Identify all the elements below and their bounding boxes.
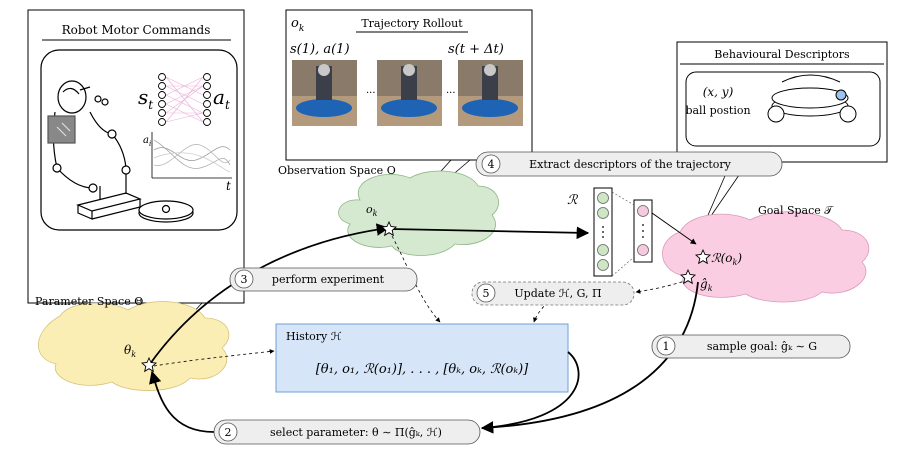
step-2: 2 select parameter: θ ∼ Π(ĝₖ, ℋ) <box>213 419 481 445</box>
xy-label: (x, y) <box>703 85 734 99</box>
robot-arm-sketch <box>47 80 194 223</box>
neural-network-icon <box>158 73 211 126</box>
state-symbol: st <box>138 85 153 112</box>
node-o-k: ok <box>366 203 398 237</box>
R-label: ℛ <box>567 193 579 208</box>
observation-space-label: Observation Space O <box>278 164 396 177</box>
svg-text:ℛ(ok): ℛ(ok) <box>711 251 742 267</box>
rollout-panel: ok Trajectory Rollout s(1), a(1) s(t + Δ… <box>285 9 533 161</box>
step-5-label: Update ℋ, G, Π <box>514 287 601 300</box>
rollout-ellipsis-2: ··· <box>446 88 456 99</box>
t-axis-label: t <box>226 179 231 193</box>
step-4: 4 Extract descriptors of the trajectory <box>475 151 783 177</box>
history-formula: [θ₁, o₁, ℛ(o₁)], . . . , [θₖ, oₖ, ℛ(oₖ)] <box>316 362 529 377</box>
history-box: History ℋ [θ₁, o₁, ℛ(o₁)], . . . , [θₖ, … <box>275 323 569 393</box>
ai-axis-label: ai <box>143 135 151 148</box>
step-1: 1 sample goal: ĝₖ ∼ G <box>651 334 851 359</box>
step-3: 3 perform experiment <box>229 267 418 292</box>
step-5: 5 Update ℋ, G, Π <box>471 281 635 306</box>
parameter-space-cloud <box>38 301 230 391</box>
rollout-frame-2 <box>377 60 442 126</box>
descriptors-panel: Behavioural Descriptors (x, y) ball post… <box>676 41 888 163</box>
robot-panel: Robot Motor Commands <box>27 9 245 304</box>
svg-text:ok: ok <box>366 203 378 218</box>
svg-text:θk: θk <box>124 343 136 359</box>
step-4-number: 4 <box>488 158 495 171</box>
arena-sketch <box>767 74 857 123</box>
step-4-label: Extract descriptors of the trajectory <box>529 158 731 171</box>
descriptor-network: ℛ <box>567 187 653 277</box>
step-1-number: 1 <box>663 340 670 353</box>
rollout-frame-3 <box>458 60 523 126</box>
rollout-ellipsis-1: ··· <box>366 88 376 99</box>
goal-space-cloud <box>662 211 870 303</box>
rollout-start-label: s(1), a(1) <box>290 42 350 57</box>
rollout-title: Trajectory Rollout <box>361 17 463 30</box>
parameter-space-label: Parameter Space Θ <box>35 295 143 308</box>
step-5-number: 5 <box>483 287 490 300</box>
robot-panel-title: Robot Motor Commands <box>62 23 211 37</box>
goal-space-label: Goal Space 𝒯 <box>758 204 834 217</box>
svg-text:ĝk: ĝk <box>700 277 713 293</box>
step-1-label: sample goal: ĝₖ ∼ G <box>707 340 817 353</box>
node-theta-k: θk <box>124 343 158 373</box>
step-2-number: 2 <box>225 426 232 439</box>
descriptors-title: Behavioural Descriptors <box>714 48 850 61</box>
rollout-obs-label: ok <box>291 16 304 34</box>
rollout-end-label: s(t + Δt) <box>448 42 504 57</box>
node-R-o-k: ℛ(ok) <box>694 248 742 267</box>
step-3-label: perform experiment <box>272 273 385 286</box>
ball-position-label: ball postion <box>685 104 750 117</box>
observation-space-cloud <box>338 170 499 256</box>
step-2-label: select parameter: θ ∼ Π(ĝₖ, ℋ) <box>270 426 442 439</box>
step-3-number: 3 <box>241 273 248 286</box>
node-g-hat-k: ĝk <box>679 268 713 293</box>
history-title: History ℋ <box>286 330 342 343</box>
rollout-frame-1 <box>292 60 357 126</box>
motor-signal-plot <box>151 132 232 179</box>
action-symbol: at <box>213 85 230 112</box>
